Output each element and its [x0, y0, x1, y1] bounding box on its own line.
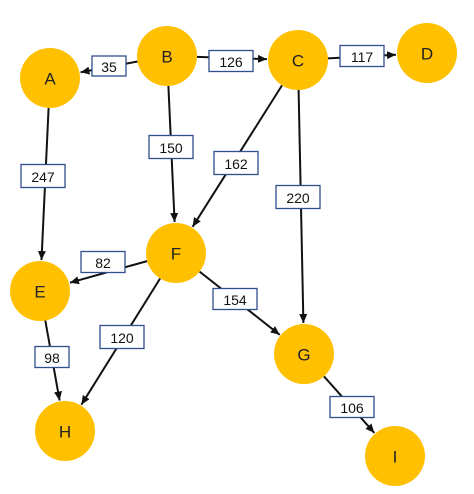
node-label: F [171, 245, 181, 264]
node-i: I [365, 426, 425, 486]
node-circle [10, 261, 70, 321]
node-h: H [35, 401, 95, 461]
weight-labels-layer: 35 126 117 247 150 162 220 82 154 120 98 106 [20, 44, 385, 419]
weight-value: 150 [159, 140, 183, 156]
node-label: G [297, 346, 310, 365]
node-label: E [34, 283, 45, 302]
weight-box [213, 150, 259, 176]
node-label: H [59, 423, 71, 442]
node-g: G [274, 324, 334, 384]
weight-label-f-h: 120 [99, 324, 145, 350]
node-e: E [10, 261, 70, 321]
edges-layer [37, 51, 397, 434]
weight-value: 120 [110, 330, 134, 346]
weight-value: 126 [219, 54, 243, 70]
weight-box [20, 163, 66, 189]
node-d: D [397, 23, 457, 83]
weight-value: 98 [44, 350, 60, 366]
weight-box [148, 134, 194, 160]
weight-value: 247 [31, 169, 55, 185]
node-circle [365, 426, 425, 486]
weight-value: 82 [95, 255, 111, 271]
node-circle [397, 23, 457, 83]
weight-box [99, 324, 145, 350]
weight-box [329, 395, 375, 419]
node-label: D [421, 45, 433, 64]
weight-label-g-i: 106 [329, 395, 375, 419]
nodes-layer: A B C D E F G H I [10, 23, 457, 486]
weight-box [34, 345, 70, 369]
weight-label-b-c: 126 [208, 49, 254, 73]
node-circle [137, 26, 197, 86]
weight-box [275, 184, 321, 210]
weight-value: 162 [224, 156, 248, 172]
weight-box [339, 44, 385, 68]
node-b: B [137, 26, 197, 86]
weight-label-f-g: 154 [212, 287, 258, 311]
weight-label-b-a: 35 [91, 55, 127, 77]
node-c: C [268, 30, 328, 90]
weight-label-f-e: 82 [80, 250, 126, 274]
weight-value: 220 [286, 190, 310, 206]
weight-value: 106 [340, 400, 364, 416]
node-circle [20, 48, 80, 108]
weight-label-e-h: 98 [34, 345, 70, 369]
node-label: C [292, 52, 304, 71]
weight-box [208, 49, 254, 73]
weight-label-c-d: 117 [339, 44, 385, 68]
weight-value: 117 [351, 49, 374, 65]
weight-box [212, 287, 258, 311]
weight-value: 154 [223, 292, 247, 308]
weight-value: 35 [101, 59, 117, 75]
weight-box [80, 250, 126, 274]
node-label: A [44, 70, 56, 89]
weight-label-b-f: 150 [148, 134, 194, 160]
weight-label-c-f: 162 [213, 150, 259, 176]
node-circle [268, 30, 328, 90]
node-circle [35, 401, 95, 461]
node-circle [274, 324, 334, 384]
weight-box [91, 55, 127, 77]
node-f: F [146, 223, 206, 283]
weight-label-c-g: 220 [275, 184, 321, 210]
node-circle [146, 223, 206, 283]
node-label: B [161, 48, 172, 67]
node-a: A [20, 48, 80, 108]
weight-label-a-e: 247 [20, 163, 66, 189]
node-label: I [393, 448, 398, 467]
